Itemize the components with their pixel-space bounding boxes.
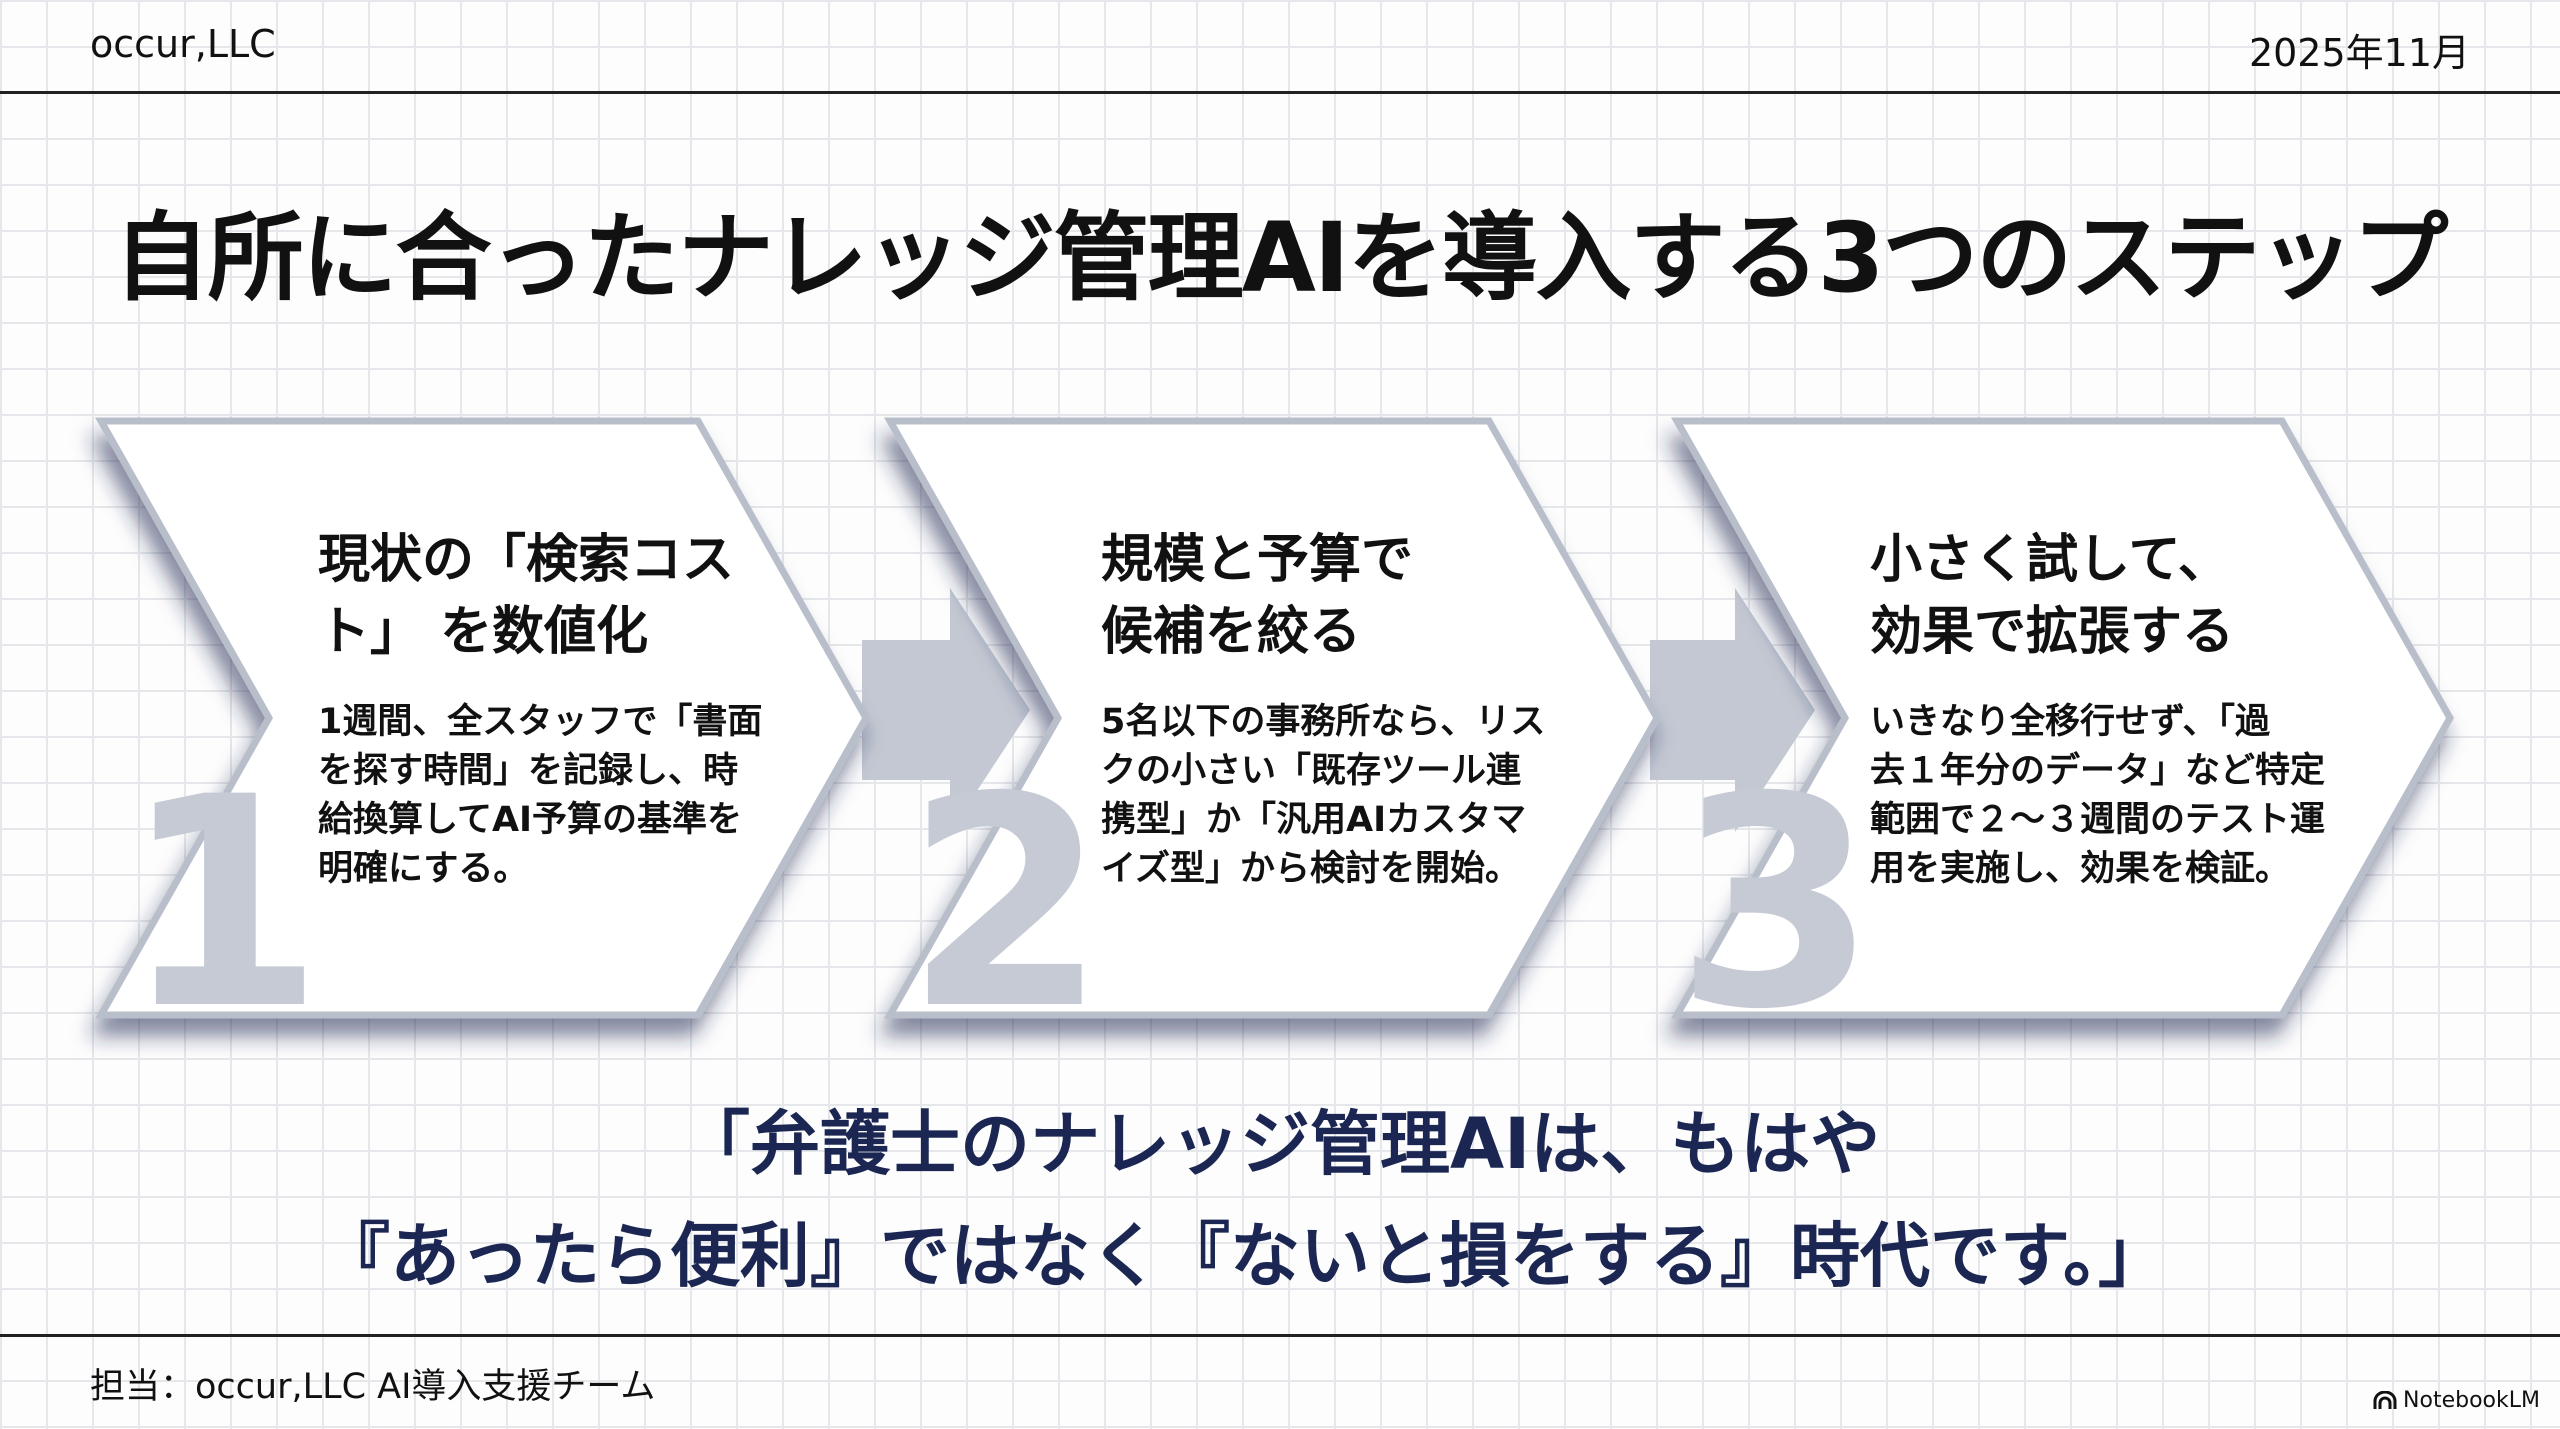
arrow-1-2 — [862, 588, 1030, 832]
step-body: 5名以下の事務所なら、リスクの小さい「既存ツール連携型」か「汎用AIカスタマイズ… — [1101, 702, 1546, 889]
brand-label: NotebookLM — [2403, 1388, 2540, 1413]
step-body: 1週間、全スタッフで「書面を探す時間」を記録し、時給換算してAI予算の基準を明確… — [318, 702, 763, 889]
step-heading: 規模と予算で候補を絞る — [1101, 530, 1414, 662]
step-2: 規模と予算で候補を絞る 5名以下の事務所なら、リスクの小さい「既存ツール連携型」… — [1101, 524, 1571, 894]
arrow-2-3 — [1650, 588, 1815, 832]
chevron-3 — [1670, 417, 2455, 1019]
chevron-2 — [883, 417, 1662, 1019]
footer-owner: 担当：occur,LLC AI導入支援チーム — [90, 1367, 656, 1407]
step-heading: 小さく試して、効果で拡張する — [1870, 530, 2235, 662]
step-3: 小さく試して、効果で拡張する いきなり全移行せず、「過去１年分のデータ」など特定… — [1870, 524, 2340, 894]
page-title: 自所に合ったナレッジ管理AIを導入する3つのステップ — [113, 202, 2449, 314]
step-number-3: 3 — [1675, 760, 1860, 1050]
footer-divider — [0, 1334, 2560, 1337]
step-1: 現状の「検索コスト」 を数値化 1週間、全スタッフで「書面を探す時間」を記録し、… — [318, 524, 788, 894]
date-label: 2025年11月 — [2248, 31, 2470, 75]
step-number-2: 2 — [905, 760, 1090, 1050]
notebooklm-logo-icon — [2373, 1390, 2397, 1409]
notebooklm-brand: NotebookLM — [2373, 1388, 2540, 1413]
chevron-1 — [94, 417, 871, 1019]
quote-line-2: 『あったら便利』ではなく『ないと損をする』時代です。」 — [320, 1215, 2168, 1297]
step-number-1: 1 — [122, 760, 307, 1050]
quote-line-1: 「弁護士のナレッジ管理AIは、もはや — [680, 1103, 1881, 1185]
company-name: occur,LLC — [90, 22, 276, 66]
step-body: いきなり全移行せず、「過去１年分のデータ」など特定範囲で２～３週間のテスト運用を… — [1870, 702, 2326, 889]
step-heading: 現状の「検索コスト」 を数値化 — [318, 530, 735, 662]
header-divider — [0, 91, 2560, 94]
